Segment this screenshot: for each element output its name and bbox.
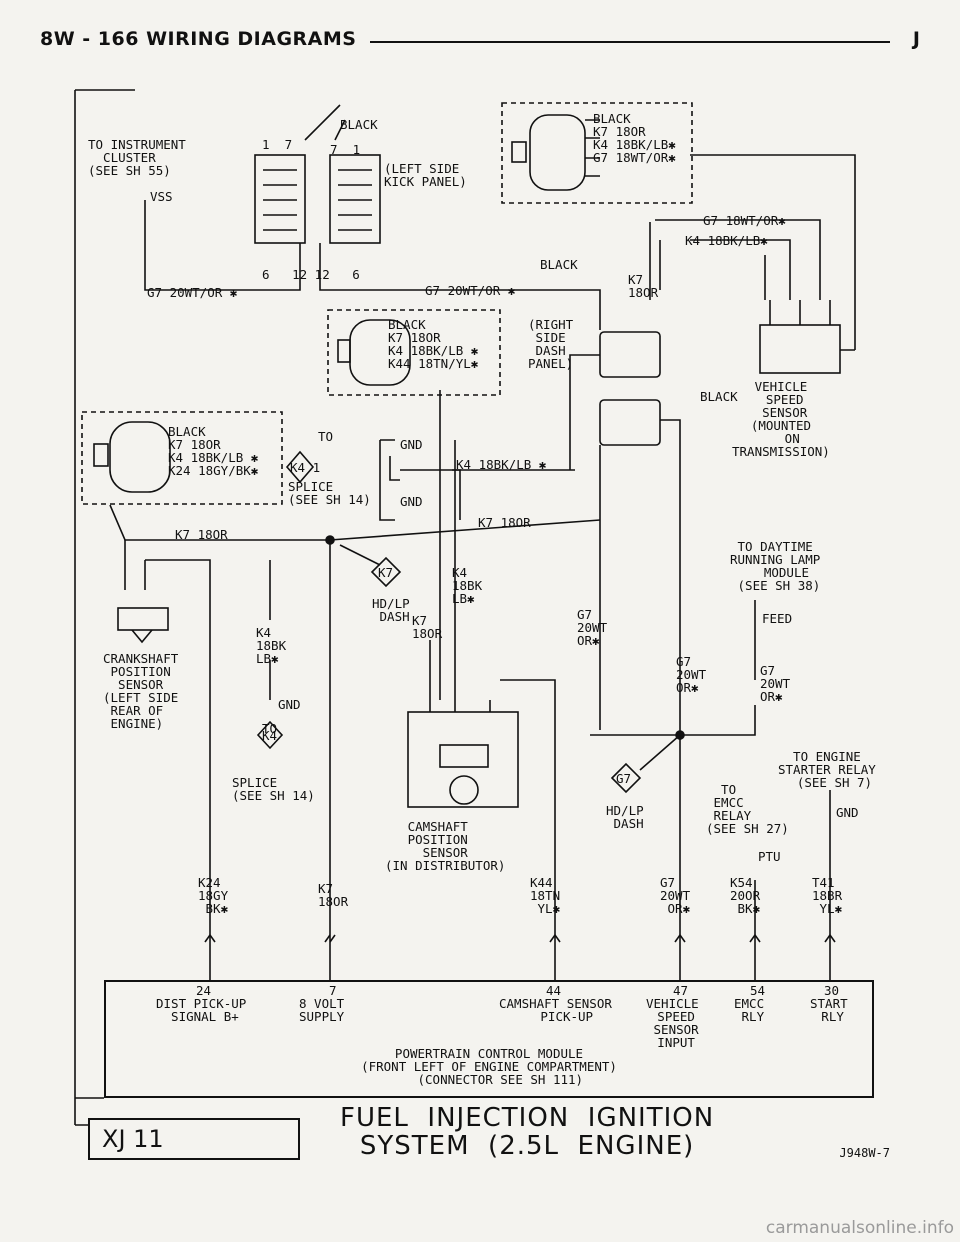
- label-wire-k54: K54 20OR BK✱: [730, 875, 761, 916]
- connector-c1: [254, 154, 306, 244]
- section-title: 8W - 166 WIRING DIAGRAMS: [40, 28, 357, 50]
- pcm-pin-num: 7: [329, 983, 337, 998]
- label-g7-diamond: G7: [616, 771, 632, 786]
- label-pins-bottom: 6 12 12 6: [262, 267, 360, 282]
- splice-diamond-k4: [256, 720, 284, 750]
- label-vss-sensor: VEHICLE SPEED SENSOR (MOUNTED ON TRANSMI…: [732, 379, 830, 459]
- powertrain-control-module: 24 DIST PICK-UP SIGNAL B+ 7 8 VOLT SUPPL…: [104, 980, 874, 1098]
- label-k7-18or-v: K7 18OR: [412, 613, 443, 641]
- label-to-splice-k41: TO: [318, 429, 334, 444]
- label-k4-diamond: K4: [262, 728, 278, 743]
- pcm-pin-desc: EMCC RLY: [734, 996, 765, 1024]
- label-gnd-a: GND: [400, 437, 423, 452]
- label-hdlp-dash-a: HD/LP DASH: [372, 596, 410, 624]
- label-to-starter: TO ENGINE STARTER RELAY (SEE SH 7): [778, 749, 876, 790]
- crankshaft-sensor: [117, 607, 169, 631]
- label-pins-c1: 1 7: [262, 137, 293, 152]
- footer-code: XJ 11: [88, 1118, 300, 1160]
- label-k4-right: K4 18BK/LB✱: [685, 233, 768, 248]
- connector-c3: [599, 331, 661, 378]
- vehicle-speed-sensor: [759, 324, 841, 374]
- label-k4-18bk-lb-b: K4 18BK LB✱: [256, 625, 287, 666]
- label-to-emcc: TO EMCC RELAY (SEE SH 27): [706, 782, 789, 836]
- label-black-c: BLACK: [700, 389, 738, 404]
- pcm-pin-num: 44: [546, 983, 562, 998]
- label-wire-k24: K24 18GY BK✱: [198, 875, 229, 916]
- label-k7-line-left: K7 18OR: [175, 527, 228, 542]
- splice-diamond-g7: [610, 762, 642, 794]
- label-g7-mid: G7 20WT/OR ✱: [425, 283, 516, 298]
- connector-c2: [329, 154, 381, 244]
- label-splice-sh14-b: SPLICE (SEE SH 14): [232, 775, 315, 803]
- footer-ref: J948W-7: [839, 1146, 890, 1160]
- label-k7-line-mid: K7 18OR: [478, 515, 531, 530]
- pcm-pin-desc: START RLY: [810, 996, 848, 1024]
- connector-box-3: [81, 411, 283, 505]
- connector-box-2: [327, 309, 501, 396]
- label-ckp-sensor: CRANKSHAFT POSITION SENSOR (LEFT SIDE RE…: [103, 651, 179, 731]
- pcm-pin-num: 54: [750, 983, 766, 998]
- label-black-a: BLACK: [340, 117, 378, 132]
- pcm-pin-num: 47: [673, 983, 689, 998]
- label-conn1-wires: BLACK K7 18OR K4 18BK/LB✱ G7 18WT/OR✱: [593, 111, 676, 165]
- label-wire-k44: K44 18TN YL✱: [530, 875, 561, 916]
- label-pins-c2: 7 1: [330, 142, 361, 157]
- label-g7-20wt-b: G7 20WT OR✱: [676, 654, 707, 695]
- splice-diamond-k41: [285, 450, 315, 484]
- pcm-pin-desc: CAMSHAFT SENSOR PICK-UP: [499, 996, 612, 1024]
- label-to-instrument-cluster: TO INSTRUMENT CLUSTER (SEE SH 55): [88, 137, 186, 178]
- camshaft-sensor: [407, 711, 519, 808]
- pcm-pin-num: 30: [824, 983, 840, 998]
- label-vss: VSS: [150, 189, 173, 204]
- label-gnd-c: GND: [278, 697, 301, 712]
- label-conn3-wires: BLACK K7 18OR K4 18BK/LB ✱ K24 18GY/BK✱: [168, 424, 259, 478]
- label-k7-diamond: K7: [378, 565, 394, 580]
- label-ptu: PTU: [758, 849, 781, 864]
- label-wire-k7: K7 18OR: [318, 881, 349, 909]
- label-to-b: TO: [262, 721, 278, 736]
- label-splice-k41: K4 1: [290, 460, 321, 475]
- watermark: carmanualsonline.info: [765, 1218, 954, 1238]
- label-feed: FEED: [762, 611, 793, 626]
- label-hdlp-dash-b: HD/LP DASH: [606, 803, 644, 831]
- label-gnd-b: GND: [400, 494, 423, 509]
- header-rule: [370, 41, 890, 43]
- label-g7-left: G7 20WT/OR ✱: [147, 285, 238, 300]
- label-left-kick: (LEFT SIDE KICK PANEL): [384, 161, 467, 189]
- page-header: 8W - 166 WIRING DIAGRAMS J: [40, 28, 920, 58]
- connector-box-1: [501, 102, 693, 204]
- label-g7-20wt-a: G7 20WT OR✱: [577, 607, 608, 648]
- label-g7-20wt-c: G7 20WT OR✱: [760, 663, 791, 704]
- label-right-dash: (RIGHT SIDE DASH PANEL): [528, 317, 574, 371]
- model-letter: J: [912, 28, 920, 50]
- connector-c4: [599, 399, 661, 446]
- label-cmp-sensor: CAMSHAFT POSITION SENSOR (IN DISTRIBUTOR…: [385, 819, 506, 873]
- label-k4-18bk-lb: K4 18BK LB✱: [452, 565, 483, 606]
- splice-diamond-k7: [370, 556, 402, 588]
- label-gnd-d: GND: [836, 805, 859, 820]
- label-wire-g7: G7 20WT OR✱: [660, 875, 691, 916]
- label-daytime: TO DAYTIME RUNNING LAMP MODULE (SEE SH 3…: [730, 539, 821, 593]
- label-wire-t41: T41 18BR YL✱: [812, 875, 843, 916]
- footer-title: FUEL INJECTION IGNITION SYSTEM (2.5L ENG…: [340, 1103, 715, 1161]
- pcm-pin-num: 24: [196, 983, 212, 998]
- pcm-title: POWERTRAIN CONTROL MODULE (FRONT LEFT OF…: [361, 1046, 617, 1087]
- label-conn2-wires: BLACK K7 18OR K4 18BK/LB ✱ K44 18TN/YL✱: [388, 317, 479, 371]
- pcm-pin-desc: DIST PICK-UP SIGNAL B+: [156, 996, 247, 1024]
- label-g7-right: G7 18WT/OR✱: [703, 213, 786, 228]
- pcm-pin-desc: 8 VOLT SUPPLY: [299, 996, 345, 1024]
- label-black-b: BLACK: [540, 257, 578, 272]
- label-k7-right: K7 18OR: [628, 272, 659, 300]
- label-k4-mid: K4 18BK/LB ✱: [456, 457, 547, 472]
- pcm-pin-desc: VEHICLE SPEED SENSOR INPUT: [646, 996, 699, 1050]
- frame-line: [74, 89, 135, 1126]
- label-splice-sh14-a: SPLICE (SEE SH 14): [288, 479, 371, 507]
